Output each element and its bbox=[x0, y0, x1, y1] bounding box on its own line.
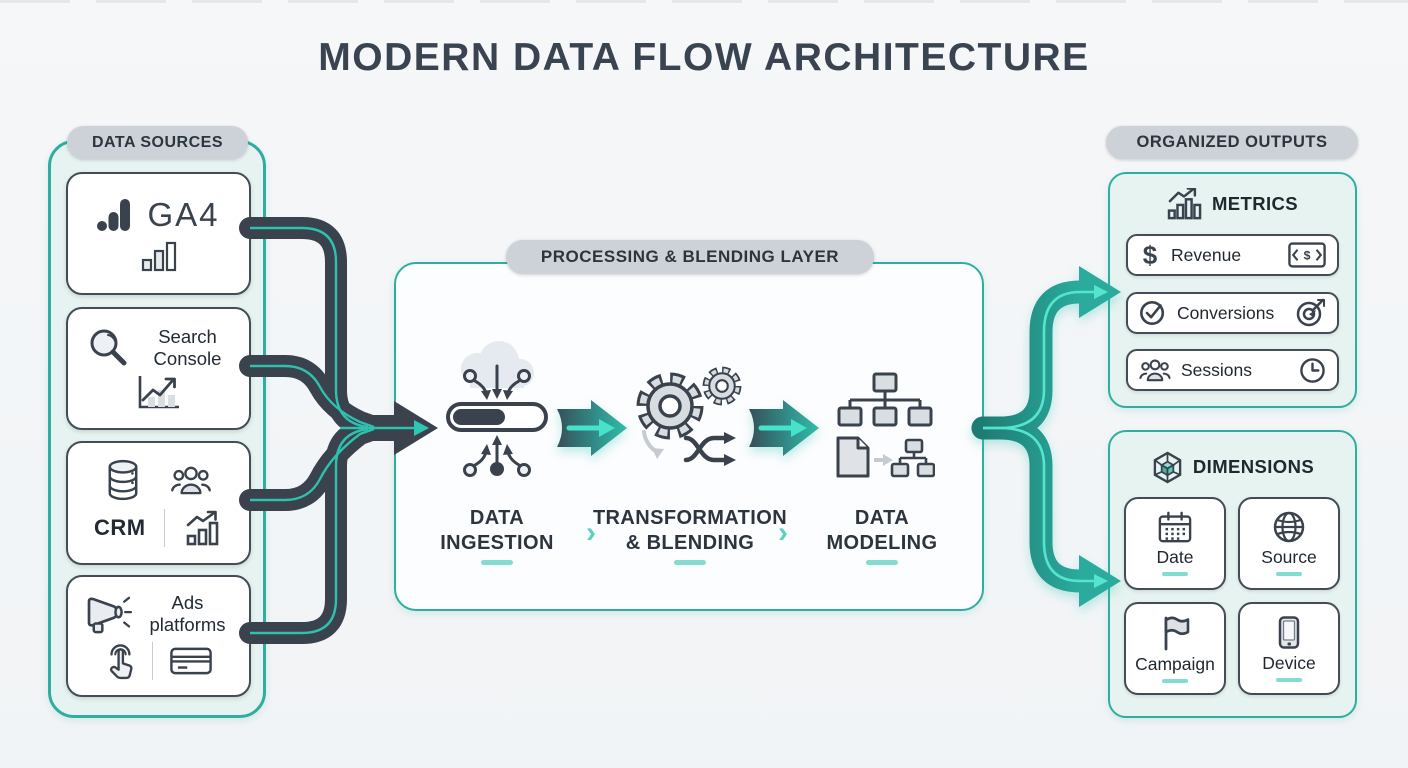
metric-row-conversions: Conversions bbox=[1126, 292, 1339, 334]
metric-label: Conversions bbox=[1177, 302, 1275, 323]
stage-chevron-icon: › bbox=[778, 516, 788, 549]
divider bbox=[151, 642, 154, 681]
money-bill-icon: $ bbox=[1288, 242, 1326, 268]
organized-outputs-label: ORGANIZED OUTPUTS bbox=[1106, 126, 1358, 159]
stage-line: TRANSFORMATION bbox=[592, 507, 788, 529]
magnifier-icon bbox=[90, 329, 126, 366]
globe-icon bbox=[1273, 511, 1305, 543]
transformation-blending-icon bbox=[636, 366, 742, 466]
mobile-device-icon bbox=[1278, 616, 1300, 649]
cube-icon bbox=[1153, 451, 1182, 483]
stage-underline bbox=[481, 560, 513, 565]
metrics-chart-icon bbox=[1167, 188, 1202, 220]
source-card-ga4: GA4 bbox=[66, 172, 251, 295]
processing-panel-label: PROCESSING & BLENDING LAYER bbox=[506, 240, 874, 274]
metric-label: Sessions bbox=[1181, 359, 1253, 380]
dimension-underline bbox=[1162, 679, 1188, 683]
ads-row: Ads platforms bbox=[85, 592, 233, 636]
data-ingestion-icon bbox=[446, 341, 548, 477]
stage-line: DATA bbox=[854, 507, 910, 529]
ads-bottom-row bbox=[104, 642, 214, 681]
source-card-ads-platforms: Ads platforms bbox=[66, 575, 251, 697]
dimension-card-campaign: Campaign bbox=[1124, 602, 1226, 695]
stage-line: INGESTION bbox=[440, 532, 554, 554]
stage-chevron-icon: › bbox=[586, 516, 596, 549]
flag-icon bbox=[1164, 616, 1190, 651]
people-icon bbox=[170, 466, 211, 495]
ga4-logo-icon bbox=[97, 198, 131, 231]
tap-click-icon bbox=[109, 644, 133, 680]
crm-bottom-row: CRM bbox=[94, 509, 223, 547]
dimension-card-source: Source bbox=[1238, 497, 1340, 590]
bar-chart-icon bbox=[141, 241, 176, 271]
data-sources-label: DATA SOURCES bbox=[67, 126, 248, 159]
source-flow-highlights bbox=[250, 226, 416, 635]
metric-label: Revenue bbox=[1171, 244, 1242, 265]
dimension-label: Campaign bbox=[1135, 654, 1215, 674]
output-split-pipes bbox=[971, 266, 1121, 607]
source-card-label: Ads platforms bbox=[149, 591, 226, 635]
stage-label-data-ingestion: DATA INGESTION bbox=[387, 506, 607, 556]
metric-row-revenue: $ Revenue $ bbox=[1126, 234, 1339, 276]
calendar-icon bbox=[1158, 511, 1192, 543]
stage-line: DATA bbox=[469, 507, 525, 529]
stage-line: MODELING bbox=[826, 532, 938, 554]
dimension-underline bbox=[1276, 572, 1302, 576]
clock-icon bbox=[1300, 357, 1325, 383]
metric-row-sessions: Sessions bbox=[1126, 349, 1339, 391]
dimension-card-date: Date bbox=[1124, 497, 1226, 590]
stage-label-data-modeling: DATA MODELING bbox=[772, 506, 992, 556]
dimensions-header: DIMENSIONS bbox=[1108, 448, 1357, 486]
dimension-card-device: Device bbox=[1238, 602, 1340, 695]
page-title: MODERN DATA FLOW ARCHITECTURE bbox=[318, 36, 1090, 79]
divider bbox=[163, 509, 166, 547]
source-card-search-console: Search Console bbox=[66, 307, 251, 430]
source-card-crm: CRM bbox=[66, 441, 251, 565]
dimension-underline bbox=[1162, 572, 1188, 576]
trend-bars-icon bbox=[186, 510, 219, 546]
search-console-row: Search Console bbox=[87, 326, 231, 370]
dimension-label: Source bbox=[1261, 547, 1317, 567]
database-icon bbox=[108, 459, 137, 501]
credit-card-icon bbox=[170, 647, 213, 675]
svg-text:$: $ bbox=[1304, 249, 1311, 263]
check-circle-icon bbox=[1140, 300, 1165, 326]
target-goal-icon bbox=[1296, 298, 1325, 327]
dimension-label: Device bbox=[1262, 653, 1316, 673]
source-card-label: Search Console bbox=[153, 326, 222, 369]
source-flow-pipes bbox=[239, 217, 411, 644]
source-card-label: CRM bbox=[93, 515, 146, 540]
stage-underline bbox=[674, 560, 706, 565]
metrics-title: METRICS bbox=[1211, 193, 1299, 214]
sessions-people-icon bbox=[1139, 359, 1171, 382]
stage-underline bbox=[866, 560, 898, 565]
metrics-header: METRICS bbox=[1108, 186, 1357, 222]
dimensions-title: DIMENSIONS bbox=[1192, 456, 1315, 477]
line-chart-icon bbox=[138, 376, 179, 409]
dimension-label: Date bbox=[1156, 547, 1194, 567]
dimension-underline bbox=[1276, 678, 1302, 682]
crm-icons-row bbox=[106, 459, 212, 501]
megaphone-icon bbox=[87, 596, 132, 633]
dollar-icon: $ bbox=[1142, 239, 1158, 270]
stage-label-transformation: TRANSFORMATION & BLENDING bbox=[580, 506, 800, 556]
ga4-row: GA4 bbox=[97, 196, 219, 234]
data-modeling-icon bbox=[836, 372, 935, 478]
stage-line: & BLENDING bbox=[625, 532, 755, 554]
source-card-label: GA4 bbox=[147, 195, 220, 233]
top-edge-marks bbox=[0, 0, 1408, 3]
